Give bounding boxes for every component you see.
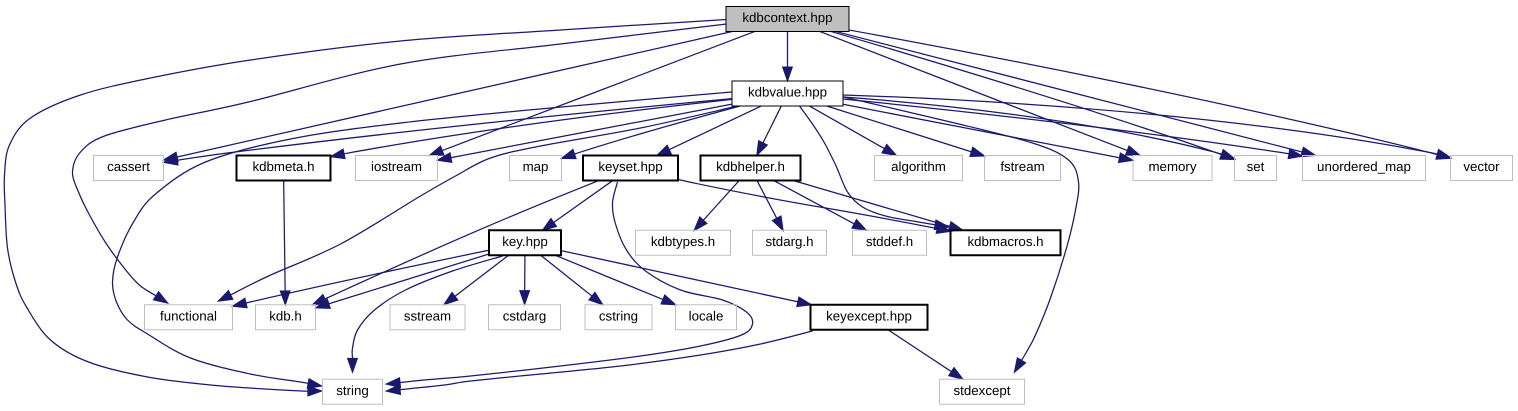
svg-text:kdbcontext.hpp: kdbcontext.hpp — [742, 10, 832, 25]
svg-text:algorithm: algorithm — [891, 159, 946, 174]
svg-text:iostream: iostream — [371, 159, 422, 174]
svg-text:memory: memory — [1148, 159, 1196, 174]
svg-text:stdarg.h: stdarg.h — [765, 234, 813, 249]
svg-text:kdbmeta.h: kdbmeta.h — [252, 159, 314, 174]
svg-text:locale: locale — [689, 308, 724, 323]
svg-text:keyset.hpp: keyset.hpp — [598, 159, 662, 174]
svg-text:cassert: cassert — [107, 159, 150, 174]
svg-text:kdbtypes.h: kdbtypes.h — [651, 234, 715, 249]
svg-text:sstream: sstream — [404, 308, 451, 323]
svg-text:keyexcept.hpp: keyexcept.hpp — [826, 308, 912, 323]
svg-text:key.hpp: key.hpp — [502, 234, 548, 249]
svg-text:kdbhelper.h: kdbhelper.h — [716, 159, 785, 174]
svg-text:kdbmacros.h: kdbmacros.h — [967, 234, 1043, 249]
svg-text:vector: vector — [1463, 159, 1500, 174]
svg-text:cstring: cstring — [599, 308, 638, 323]
svg-text:stddef.h: stddef.h — [866, 234, 913, 249]
svg-text:kdbvalue.hpp: kdbvalue.hpp — [748, 85, 827, 100]
svg-text:stdexcept: stdexcept — [954, 383, 1011, 398]
svg-text:map: map — [523, 159, 549, 174]
svg-text:unordered_map: unordered_map — [1317, 159, 1411, 174]
svg-text:string: string — [336, 383, 369, 398]
svg-text:set: set — [1247, 159, 1265, 174]
svg-text:kdb.h: kdb.h — [269, 308, 302, 323]
svg-text:cstdarg: cstdarg — [503, 308, 547, 323]
svg-text:fstream: fstream — [1000, 159, 1044, 174]
svg-text:functional: functional — [160, 308, 217, 323]
